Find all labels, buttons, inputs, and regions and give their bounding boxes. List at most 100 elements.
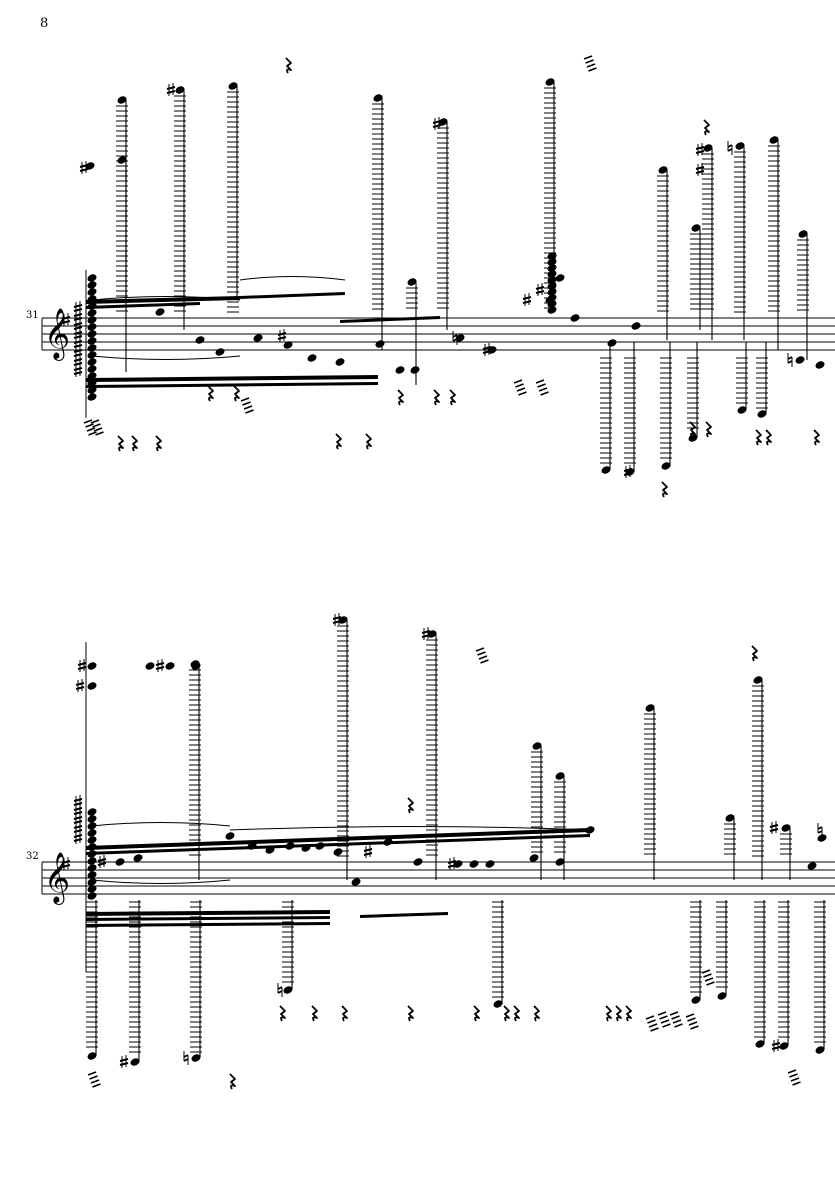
notehead: [373, 94, 383, 102]
tremolo-slash: [87, 1071, 97, 1076]
notehead: [585, 826, 595, 834]
chord-notehead: [87, 878, 97, 886]
tremolo-slash: [669, 1011, 679, 1016]
tremolo-slash: [706, 981, 715, 986]
notehead: [85, 162, 95, 170]
beam: [86, 382, 378, 388]
tremolo-slash: [645, 1015, 655, 1020]
notehead: [555, 772, 565, 780]
sharp-icon: [332, 613, 342, 626]
tremolo-slash: [478, 655, 488, 660]
notehead: [798, 230, 808, 238]
notehead: [333, 848, 343, 856]
notehead: [315, 842, 325, 850]
tremolo-slash: [701, 969, 711, 974]
tremolo-slash: [588, 67, 597, 72]
tremolo-slash: [674, 1023, 683, 1028]
tremolo-slash: [688, 1021, 698, 1026]
sharp-icon: [75, 679, 85, 692]
tremolo-slash: [704, 977, 714, 982]
tremolo-slash: [790, 1077, 800, 1082]
notehead: [545, 78, 555, 86]
notehead: [631, 322, 641, 330]
chord-notehead: [87, 857, 97, 865]
notehead: [215, 348, 225, 356]
quarter-rest-icon: [625, 1005, 632, 1022]
chord-notehead: [87, 337, 97, 345]
tie: [91, 822, 231, 827]
beam: [86, 302, 200, 309]
notehead: [117, 156, 127, 164]
quarter-rest-icon: [813, 429, 820, 446]
quarter-rest-icon: [705, 421, 712, 438]
tremolo-slash: [92, 423, 101, 428]
beam: [86, 834, 590, 855]
tie: [91, 879, 231, 884]
notehead: [115, 858, 125, 866]
notehead: [253, 334, 263, 342]
notehead: [410, 366, 420, 374]
notehead: [703, 144, 713, 152]
tremolo-slash: [585, 59, 594, 64]
sharp-icon: [73, 355, 83, 368]
tremolo-slash: [89, 1075, 98, 1080]
chord-notehead: [87, 808, 97, 816]
chord-notehead: [87, 323, 97, 331]
sharp-icon: [73, 804, 83, 817]
beam: [86, 828, 590, 850]
chord-notehead: [87, 815, 97, 823]
chord-notehead: [87, 274, 97, 282]
tremolo-slash: [657, 1011, 667, 1016]
quarter-rest-icon: [449, 389, 456, 406]
notehead: [485, 860, 495, 868]
measure-number-32: 32: [26, 851, 39, 862]
page-number: 8: [40, 16, 49, 31]
tremolo-slash: [703, 973, 712, 978]
notehead: [395, 366, 405, 374]
notehead: [307, 354, 317, 362]
natural-icon: [452, 331, 458, 345]
sharp-icon: [97, 855, 107, 868]
notehead: [87, 662, 97, 670]
chord-notehead: [87, 836, 97, 844]
sharp-icon: [155, 659, 165, 672]
natural-icon: [817, 823, 823, 837]
tremolo-slash: [660, 1019, 670, 1024]
notehead: [190, 660, 200, 668]
notehead: [570, 314, 580, 322]
quarter-rest-icon: [285, 57, 292, 74]
chord-notehead: [87, 344, 97, 352]
tremolo-slash: [659, 1015, 668, 1020]
tremolo-slash: [92, 1083, 101, 1088]
notehead: [658, 166, 668, 174]
tremolo-slash: [535, 379, 545, 384]
beam: [86, 375, 378, 382]
beam: [340, 316, 440, 323]
quarter-rest-icon: [615, 1005, 622, 1022]
tremolo-slash: [789, 1073, 798, 1078]
quarter-rest-icon: [341, 1005, 348, 1022]
sharp-icon: [771, 1039, 781, 1052]
quarter-rest-icon: [513, 1005, 520, 1022]
tremolo-slash: [86, 427, 96, 432]
quarter-rest-icon: [131, 435, 138, 452]
notehead: [165, 662, 175, 670]
sharp-icon: [623, 465, 633, 478]
notehead: [795, 356, 805, 364]
tremolo-slash: [480, 659, 489, 664]
notehead: [413, 858, 423, 866]
tremolo-slash: [88, 431, 97, 436]
tremolo-slash: [685, 1013, 695, 1018]
notehead: [781, 824, 791, 832]
beam: [86, 916, 330, 921]
notehead: [769, 136, 779, 144]
notehead: [607, 339, 617, 347]
chord-notehead: [87, 330, 97, 338]
tremolo-slash: [475, 647, 485, 652]
tremolo-slash: [243, 405, 253, 410]
notehead: [407, 278, 417, 286]
quarter-rest-icon: [365, 433, 372, 450]
quarter-rest-icon: [765, 429, 772, 446]
